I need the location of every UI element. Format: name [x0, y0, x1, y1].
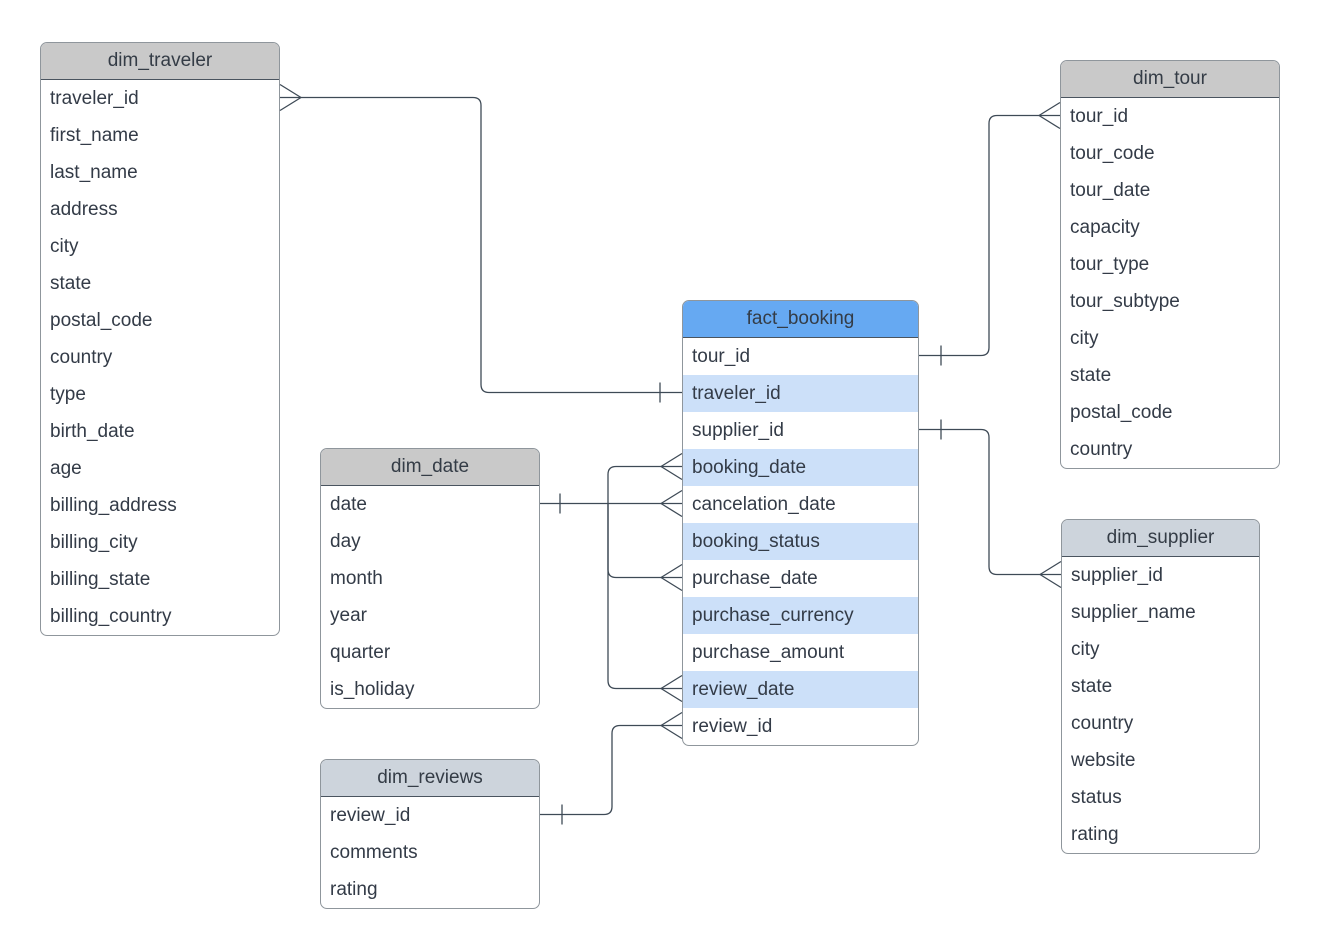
table-row-fact_booking-review_date[interactable]: review_date: [683, 671, 918, 708]
table-row-dim_traveler-billing_state[interactable]: billing_state: [50, 569, 151, 590]
table-row-dim_traveler-birth_date[interactable]: birth_date: [50, 421, 135, 442]
table-row-dim_tour-tour_type[interactable]: tour_type: [1070, 254, 1150, 275]
table-row-fact_booking-booking_status[interactable]: booking_status: [683, 523, 918, 560]
table-row-fact_booking-supplier_id[interactable]: supplier_id: [692, 420, 784, 441]
connector-dim_date-to-booking_date: [607, 465, 682, 504]
table-row-dim_reviews-review_id[interactable]: review_id: [330, 805, 411, 826]
table-row-dim_date-date[interactable]: date: [330, 494, 367, 515]
table-row-dim_tour-capacity[interactable]: capacity: [1070, 217, 1140, 238]
table-row-dim_supplier-supplier_name[interactable]: supplier_name: [1071, 602, 1196, 623]
table-row-dim_traveler-type[interactable]: type: [50, 384, 86, 405]
table-row-fact_booking-purchase_amount[interactable]: purchase_amount: [692, 642, 845, 663]
table-row-dim_date-year[interactable]: year: [330, 605, 367, 626]
table-row-fact_booking-purchase_date[interactable]: purchase_date: [692, 568, 818, 589]
crowfoot-marker-dim_reviews-to-fact_booking: [660, 711, 683, 740]
table-row-dim_traveler-billing_city[interactable]: billing_city: [50, 532, 138, 553]
crowfoot-marker-dim_date-to-booking_date: [660, 452, 683, 481]
table-row-dim_supplier-rating[interactable]: rating: [1071, 824, 1119, 845]
table-row-dim_date-month[interactable]: month: [330, 568, 383, 589]
connector-dim_traveler-to-fact_booking: [280, 96, 682, 394]
crowfoot-marker-dim_date-to-review_date: [660, 674, 683, 703]
table-row-dim_traveler-city[interactable]: city: [50, 236, 79, 257]
table-row-dim_traveler-age[interactable]: age: [50, 458, 82, 479]
table-row-fact_booking-booking_date[interactable]: booking_date: [683, 449, 918, 486]
table-row-dim_supplier-website[interactable]: website: [1071, 750, 1136, 771]
table-title-fact_booking[interactable]: fact_booking: [683, 301, 918, 338]
table-row-dim_tour-tour_code[interactable]: tour_code: [1070, 143, 1155, 164]
table-row-fact_booking-traveler_id[interactable]: traveler_id: [683, 375, 918, 412]
table-row-dim_reviews-rating[interactable]: rating: [330, 879, 378, 900]
table-title-dim_date[interactable]: dim_date: [321, 449, 539, 486]
table-title-dim_tour[interactable]: dim_tour: [1061, 61, 1279, 98]
table-row-dim_reviews-comments[interactable]: comments: [330, 842, 418, 863]
crowfoot-marker-dim_traveler-to-fact_booking: [279, 83, 302, 112]
crowfoot-marker-dim_date-to-cancelation_date: [660, 489, 683, 518]
connector-dim_date-to-purchase_date: [607, 503, 682, 579]
table-title-dim_supplier[interactable]: dim_supplier: [1062, 520, 1259, 557]
table-row-dim_date-day[interactable]: day: [330, 531, 361, 552]
table-row-fact_booking-review_id[interactable]: review_id: [692, 716, 773, 737]
table-fact_booking[interactable]: fact_booking tour_id traveler_id supplier_i…: [682, 300, 919, 746]
table-row-dim_tour-country[interactable]: country: [1070, 439, 1133, 460]
table-row-dim_supplier-supplier_id[interactable]: supplier_id: [1071, 565, 1163, 586]
table-row-dim_traveler-postal_code[interactable]: postal_code: [50, 310, 153, 331]
table-row-dim_traveler-last_name[interactable]: last_name: [50, 162, 138, 183]
table-row-dim_traveler-traveler_id[interactable]: traveler_id: [50, 88, 139, 109]
table-row-dim_tour-state[interactable]: state: [1070, 365, 1112, 386]
table-row-dim_tour-city[interactable]: city: [1070, 328, 1099, 349]
table-row-dim_traveler-billing_country[interactable]: billing_country: [50, 606, 172, 627]
table-row-dim_date-is_holiday[interactable]: is_holiday: [330, 679, 415, 700]
table-row-dim_supplier-country[interactable]: country: [1071, 713, 1134, 734]
table-row-fact_booking-purchase_currency[interactable]: purchase_currency: [683, 597, 918, 634]
table-row-dim_date-quarter[interactable]: quarter: [330, 642, 391, 663]
table-row-dim_traveler-billing_address[interactable]: billing_address: [50, 495, 177, 516]
table-dim_traveler[interactable]: dim_traveler traveler_id first_name last_na…: [40, 42, 280, 636]
table-title-dim_reviews[interactable]: dim_reviews: [321, 760, 539, 797]
table-row-dim_tour-postal_code[interactable]: postal_code: [1070, 402, 1173, 423]
connector-fact_booking-to-dim_supplier: [919, 428, 1061, 576]
table-row-dim_tour-tour_date[interactable]: tour_date: [1070, 180, 1151, 201]
connector-dim_date-to-review_date: [607, 503, 682, 690]
connector-fact_booking-to-dim_tour: [919, 114, 1060, 357]
table-row-dim_supplier-state[interactable]: state: [1071, 676, 1113, 697]
table-row-fact_booking-tour_id[interactable]: tour_id: [692, 346, 751, 367]
crowfoot-marker-dim_date-to-purchase_date: [660, 563, 683, 592]
table-row-dim_traveler-country[interactable]: country: [50, 347, 113, 368]
table-row-dim_supplier-city[interactable]: city: [1071, 639, 1100, 660]
table-dim_reviews[interactable]: dim_reviews review_id comments rating: [320, 759, 540, 909]
table-row-dim_traveler-state[interactable]: state: [50, 273, 92, 294]
table-row-dim_traveler-first_name[interactable]: first_name: [50, 125, 139, 146]
crowfoot-marker-fact_booking-to-dim_tour: [1038, 101, 1061, 130]
table-row-dim_tour-tour_id[interactable]: tour_id: [1070, 106, 1129, 127]
table-title-dim_traveler[interactable]: dim_traveler: [41, 43, 279, 80]
crowfoot-marker-fact_booking-to-dim_supplier: [1039, 560, 1062, 589]
table-row-dim_traveler-address[interactable]: address: [50, 199, 118, 220]
connector-dim_reviews-to-fact_booking: [540, 724, 682, 816]
table-row-fact_booking-cancelation_date[interactable]: cancelation_date: [692, 494, 836, 515]
table-row-dim_tour-tour_subtype[interactable]: tour_subtype: [1070, 291, 1180, 312]
table-row-dim_supplier-status[interactable]: status: [1071, 787, 1122, 808]
